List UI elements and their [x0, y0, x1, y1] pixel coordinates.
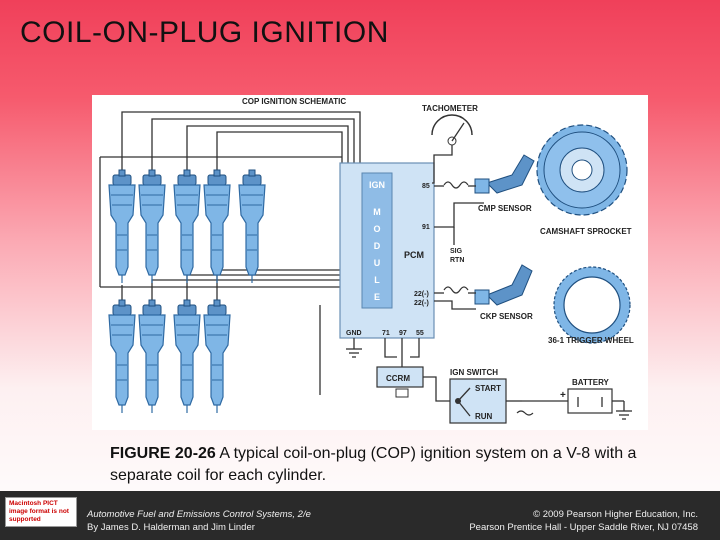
module-letter-ign: IGN	[369, 180, 385, 190]
ign-module-strip	[361, 172, 393, 309]
book-authors: By James D. Halderman and Jim Linder	[87, 522, 255, 533]
ground-symbol	[346, 338, 362, 358]
ign-switch-label: IGN SWITCH	[450, 368, 498, 377]
cop-schematic-figure: COP IGNITION SCHEMATIC IGN M O D U L E	[92, 95, 648, 430]
tachometer-gauge	[431, 114, 473, 136]
pin-71: 71	[382, 330, 390, 337]
module-letter-o: O	[373, 224, 380, 234]
sig-label: SIG	[450, 248, 463, 255]
rtn-label: RTN	[450, 257, 464, 264]
caption-text: A typical coil-on-plug (COP) ignition sy…	[110, 445, 637, 484]
ckp-sensor	[474, 264, 533, 306]
battery-plus-icon: +	[560, 390, 566, 401]
tachometer-label: TACHOMETER	[422, 104, 478, 113]
copyright-text: © 2009 Pearson Higher Education, Inc.	[533, 509, 698, 520]
coil-bank-lower	[108, 299, 231, 414]
module-letter-e: E	[374, 292, 380, 302]
ckp-sensor-label: CKP SENSOR	[480, 312, 533, 321]
figure-number: FIGURE 20-26	[110, 445, 216, 462]
module-letter-l: L	[374, 275, 380, 285]
figure-caption: FIGURE 20-26 A typical coil-on-plug (COP…	[110, 443, 670, 487]
module-letter-u: U	[374, 258, 381, 268]
publisher-logo-placeholder: Macintosh PICT image format is not suppo…	[5, 497, 77, 527]
pin-97: 97	[399, 330, 407, 337]
battery-label: BATTERY	[572, 378, 610, 387]
footer-right: © 2009 Pearson Higher Education, Inc. Pe…	[469, 508, 698, 534]
camshaft-sprocket-label: CAMSHAFT SPROCKET	[540, 227, 632, 236]
run-label: RUN	[475, 412, 493, 421]
pin-22b: 22(-)	[414, 300, 429, 307]
module-letter-m: M	[373, 207, 381, 217]
footer-left: Automotive Fuel and Emissions Control Sy…	[87, 508, 311, 534]
pin-91: 91	[422, 224, 430, 231]
coil-bank-upper	[108, 169, 266, 284]
cmp-sensor	[474, 154, 535, 194]
cmp-sensor-label: CMP SENSOR	[478, 204, 532, 213]
pcm-label: PCM	[404, 250, 424, 260]
pin-55: 55	[416, 330, 424, 337]
module-letter-d: D	[374, 241, 381, 251]
bus-wires	[99, 111, 361, 395]
pin-22a: 22(-)	[414, 291, 429, 298]
slide-title: COIL-ON-PLUG IGNITION	[20, 16, 389, 49]
trigger-wheel-label: 36-1 TRIGGER WHEEL	[548, 336, 634, 345]
start-label: START	[475, 384, 501, 393]
schematic-heading: COP IGNITION SCHEMATIC	[242, 97, 346, 106]
battery-ground-icon	[612, 400, 632, 420]
publisher-text: Pearson Prentice Hall - Upper Saddle Riv…	[469, 522, 698, 533]
trigger-wheel	[553, 266, 631, 344]
book-title: Automotive Fuel and Emissions Control Sy…	[87, 509, 311, 520]
gnd-label: GND	[346, 330, 362, 337]
ccrm-label: CCRM	[386, 374, 410, 383]
footer-bar: Macintosh PICT image format is not suppo…	[0, 491, 720, 540]
camshaft-sprocket	[536, 124, 628, 216]
pin-85: 85	[422, 183, 430, 190]
battery-box	[567, 388, 613, 414]
